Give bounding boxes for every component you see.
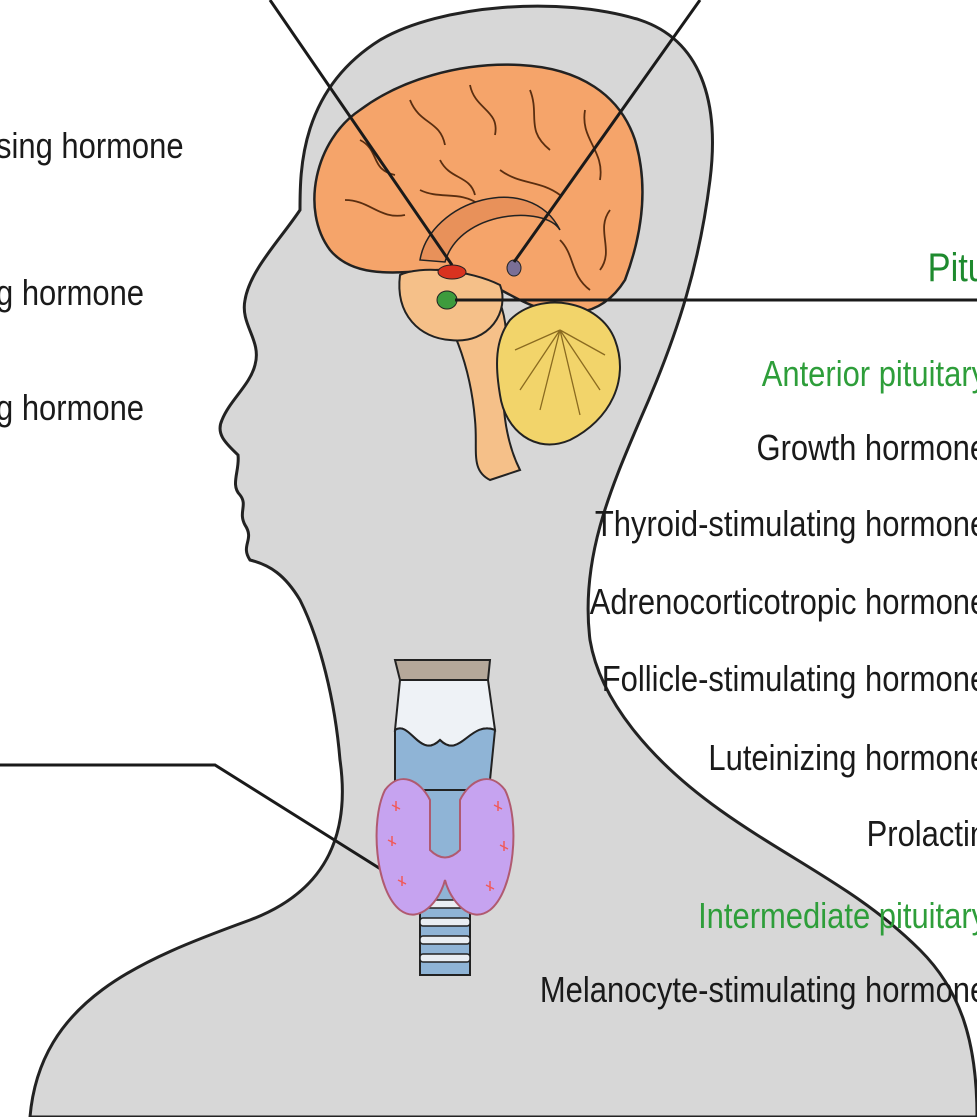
intermediate-pituitary-heading: Intermediate pituitary [698, 898, 977, 934]
pituitary-gland [437, 291, 457, 309]
left-label-2: g hormone [0, 275, 144, 311]
pituitary-title: Pitu [928, 248, 977, 288]
hormone-prolactin: Prolactin [867, 816, 977, 852]
pineal-gland [507, 260, 521, 276]
hormone-msh: Melanocyte-stimulating hormone [540, 972, 977, 1008]
hormone-acth: Adrenocorticotropic hormone [589, 584, 977, 620]
hypothalamus [438, 265, 466, 279]
hormone-growth: Growth hormone [756, 430, 977, 466]
hormone-lh: Luteinizing hormone [708, 740, 977, 776]
hormone-fsh: Follicle-stimulating hormone [602, 661, 977, 697]
left-label-1: sing hormone [0, 128, 184, 164]
anterior-pituitary-heading: Anterior pituitary [762, 356, 977, 392]
hormone-tsh: Thyroid-stimulating hormone [595, 506, 977, 542]
left-label-3: g hormone [0, 390, 144, 426]
